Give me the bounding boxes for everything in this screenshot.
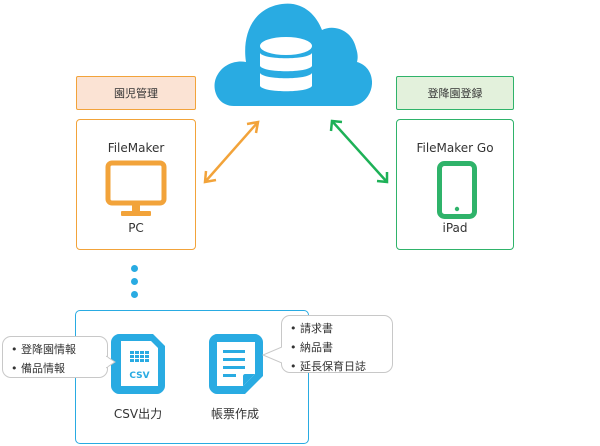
- orange-sync-arrow: [203, 120, 260, 184]
- device-name: iPad: [442, 221, 468, 235]
- report-items-bubble: 請求書 納品書 延長保育日誌: [281, 315, 393, 373]
- app-name: FileMaker Go: [416, 141, 494, 155]
- bubble-tail: [262, 346, 282, 364]
- csv-items-bubble: 登降園情報 備品情報: [2, 336, 108, 378]
- ipad-node: FileMaker Go iPad: [396, 119, 514, 250]
- csv-icon-text: CSV: [129, 371, 149, 381]
- bubble-item: 延長保育日誌: [290, 357, 384, 376]
- csv-file-icon: CSV: [111, 334, 165, 394]
- device-name: PC: [128, 221, 144, 235]
- monitor-icon: [105, 160, 167, 216]
- bubble-item: 請求書: [290, 319, 384, 338]
- bubble-item: 備品情報: [11, 359, 99, 378]
- label-touko-en-touroku: 登降園登録: [396, 76, 514, 110]
- document-icon: [209, 334, 263, 394]
- green-sync-arrow: [329, 119, 389, 184]
- bubble-tail: [106, 355, 116, 369]
- label-en-ji-kanri: 園児管理: [76, 76, 196, 110]
- pc-node: FileMaker PC: [76, 119, 196, 250]
- cloud-database-icon: [214, 3, 372, 106]
- tablet-icon: [437, 161, 477, 219]
- label-text: 登降園登録: [427, 87, 483, 100]
- ellipsis-dot: [131, 265, 138, 272]
- csv-output-caption: CSV出力: [113, 407, 163, 421]
- bubble-item: 登降園情報: [11, 340, 99, 359]
- report-creation-caption: 帳票作成: [210, 407, 259, 421]
- bubble-item: 納品書: [290, 338, 384, 357]
- ellipsis-dot: [131, 278, 138, 285]
- ellipsis-dot: [131, 291, 138, 298]
- label-text: 園児管理: [114, 87, 158, 100]
- app-name: FileMaker: [107, 141, 165, 155]
